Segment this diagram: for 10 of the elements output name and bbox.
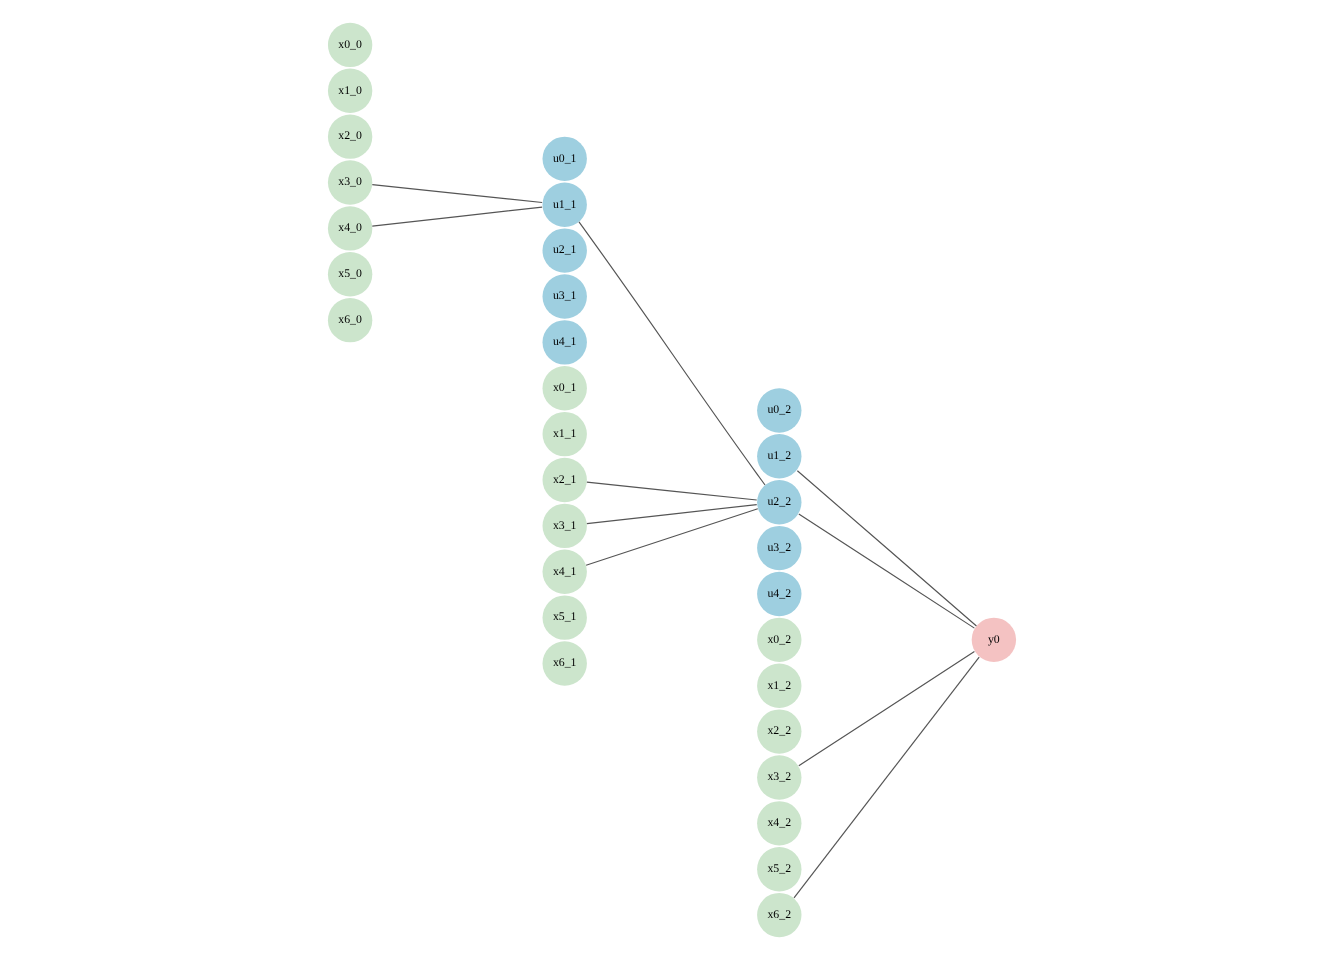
connector xyxy=(793,656,980,899)
connector xyxy=(586,481,758,501)
connector xyxy=(798,650,975,767)
connector xyxy=(798,513,975,629)
connector xyxy=(578,221,766,486)
connector xyxy=(371,184,543,204)
connector xyxy=(585,508,759,566)
connector xyxy=(796,470,978,627)
connector xyxy=(586,503,758,525)
connector xyxy=(371,206,543,227)
